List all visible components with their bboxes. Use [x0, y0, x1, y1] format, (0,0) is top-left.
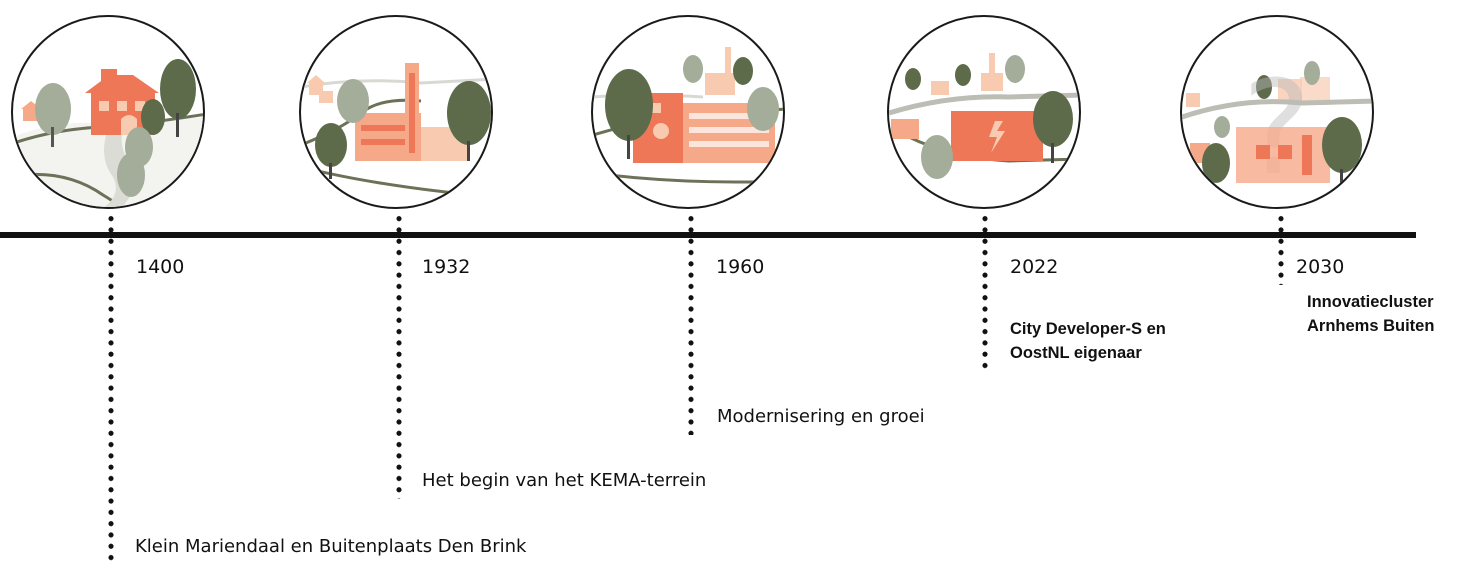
timeline-axis — [0, 232, 1416, 238]
milestone-1400-year: 1400 — [136, 256, 185, 278]
milestone-1960-label: Modernisering en groei — [717, 406, 925, 427]
milestone-2030-label: Innovatiecluster Arnhems Buiten — [1307, 290, 1434, 338]
milestone-2022-year: 2022 — [1010, 256, 1059, 278]
milestone-2030-year: 2030 — [1296, 256, 1345, 278]
milestone-1932-illustration — [299, 15, 493, 209]
connector-1932 — [396, 213, 402, 499]
milestone-1932-label: Het begin van het KEMA-terrein — [422, 470, 707, 491]
milestone-1960-illustration — [591, 15, 785, 209]
milestone-2030-label-line-1: Innovatiecluster — [1307, 293, 1434, 311]
connector-2022 — [982, 213, 988, 371]
milestone-2030-label-line-2: Arnhems Buiten — [1307, 317, 1435, 335]
connector-1400 — [108, 213, 114, 561]
milestone-2022-label-line-1: City Developer-S en — [1010, 320, 1166, 338]
milestone-2022-label-line-2: OostNL eigenaar — [1010, 344, 1142, 362]
milestone-1960-year: 1960 — [716, 256, 765, 278]
milestone-1932-year: 1932 — [422, 256, 471, 278]
milestone-2030-illustration: ? — [1180, 15, 1374, 209]
milestone-1400-label: Klein Mariendaal en Buitenplaats Den Bri… — [135, 536, 527, 557]
milestone-2022-illustration — [887, 15, 1081, 209]
milestone-1400-illustration — [11, 15, 205, 209]
connector-1960 — [688, 213, 694, 435]
milestone-2022-label: City Developer-S en OostNL eigenaar — [1010, 317, 1166, 365]
connector-2030 — [1278, 213, 1284, 285]
